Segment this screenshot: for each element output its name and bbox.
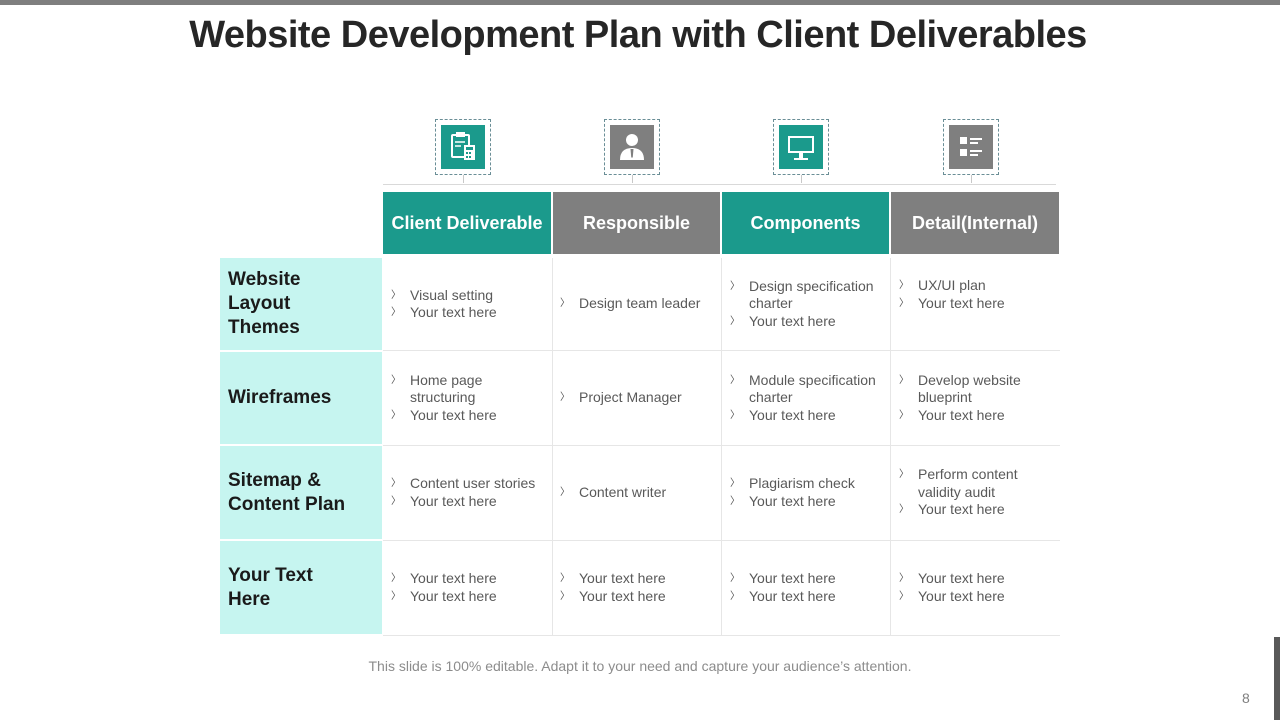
column-divider <box>552 258 553 635</box>
cell-item: Visual setting <box>410 286 494 303</box>
connector-tick <box>632 175 633 183</box>
row-label-text: Wireframes <box>228 387 332 408</box>
cell-item: Your text here <box>410 570 497 586</box>
table-cell: 〉Your text here 〉Your text here <box>391 570 497 604</box>
table-cell: 〉Your text here 〉Your text here <box>730 570 836 604</box>
cell-item: UX/UI plan <box>918 277 986 293</box>
column-header-responsible: Responsible <box>553 192 720 254</box>
row-divider <box>383 445 1060 446</box>
top-accent-bar <box>0 0 1280 5</box>
cell-item: Design specification charter <box>749 277 874 312</box>
row-divider <box>383 350 1060 351</box>
cell-item: Your text here <box>410 304 497 320</box>
cell-item: Your text here <box>579 587 666 604</box>
table-cell: 〉Design specification charter 〉Your text… <box>730 258 888 350</box>
cell-item: Your text here <box>749 492 836 509</box>
cell-item: Content user stories <box>410 475 536 491</box>
cell-item: Your text here <box>410 587 497 604</box>
table-cell: 〉Develop website blueprint 〉Your text he… <box>899 352 1058 444</box>
row-label-sitemap-content-plan: Sitemap & Content Plan <box>220 446 382 539</box>
row-label-text: Website Layout Themes <box>228 269 301 338</box>
slide-title: Website Development Plan with Client Del… <box>189 14 1087 56</box>
table-cell: 〉Home page structuring 〉Your text here <box>391 352 550 444</box>
column-header-client-deliverable: Client Deliverable <box>383 192 551 254</box>
cell-item: Plagiarism check <box>749 475 855 491</box>
table-cell: 〉UX/UI plan 〉Your text here <box>899 277 1005 311</box>
footer-note: This slide is 100% editable. Adapt it to… <box>368 658 912 674</box>
cell-item: Home page structuring <box>410 371 483 406</box>
cell-item: Your text here <box>918 587 1005 604</box>
list-icon <box>960 137 982 156</box>
connector-tick <box>463 175 464 183</box>
monitor-icon <box>788 136 814 160</box>
row-label-text: Your Text Here <box>228 564 313 610</box>
cell-item: Perform content validity audit <box>918 466 1018 500</box>
row-label-text: Sitemap & Content Plan <box>228 469 346 515</box>
cell-item: Your text here <box>579 570 666 586</box>
icon-frame-client-deliverable <box>435 119 491 175</box>
table-cell: 〉Your text here 〉Your text here <box>899 570 1005 604</box>
table-cell: 〉Visual setting 〉Your text here <box>391 286 497 321</box>
cell-item: Your text here <box>918 406 1005 423</box>
column-header-components: Components <box>722 192 889 254</box>
table-cell: 〉Your text here 〉Your text here <box>560 570 666 604</box>
clipboard-calculator-icon <box>451 132 475 160</box>
table-cell: 〉Module specification charter 〉Your text… <box>730 352 888 444</box>
column-header-detail-internal: Detail(Internal) <box>891 192 1059 254</box>
table-cell: 〉Project Manager <box>560 389 682 406</box>
cell-item: Design team leader <box>579 295 701 312</box>
icon-frame-components <box>773 119 829 175</box>
cell-item: Your text here <box>410 492 497 509</box>
icon-frame-detail <box>943 119 999 175</box>
cell-item: Module specification charter <box>749 371 876 406</box>
icon-frame-responsible <box>604 119 660 175</box>
cell-item: Your text here <box>918 570 1005 586</box>
column-divider <box>721 258 722 635</box>
cell-item: Your text here <box>749 406 836 423</box>
cell-item: Content writer <box>579 483 667 500</box>
cell-item: Your text here <box>749 312 836 329</box>
row-label-website-layout-themes: Website Layout Themes <box>220 258 382 350</box>
page-number: 8 <box>1242 690 1250 706</box>
person-icon <box>620 134 644 160</box>
header-rule <box>383 184 1056 185</box>
column-divider <box>890 258 891 635</box>
cell-item: Your text here <box>410 406 497 423</box>
cell-item: Your text here <box>749 587 836 604</box>
table-cell: 〉Content user stories 〉Your text here <box>391 475 536 509</box>
row-divider <box>383 635 1060 636</box>
cell-item: Project Manager <box>579 389 682 406</box>
table-cell: 〉Content writer <box>560 483 667 500</box>
connector-tick <box>971 175 972 183</box>
cell-item: Your text here <box>749 570 836 586</box>
table-cell: 〉Design team leader <box>560 295 701 312</box>
row-label-your-text-here: Your Text Here <box>220 541 382 634</box>
row-divider <box>383 540 1060 541</box>
row-label-wireframes: Wireframes <box>220 352 382 444</box>
cell-item: Your text here <box>918 501 1005 518</box>
table-cell: 〉Plagiarism check 〉Your text here <box>730 475 855 509</box>
cell-item: Develop website blueprint <box>918 371 1021 406</box>
connector-tick <box>801 175 802 183</box>
table-cell: 〉Perform content validity audit 〉Your te… <box>899 446 1058 539</box>
corner-accent-bar <box>1274 637 1280 720</box>
cell-item: Your text here <box>918 294 1005 311</box>
